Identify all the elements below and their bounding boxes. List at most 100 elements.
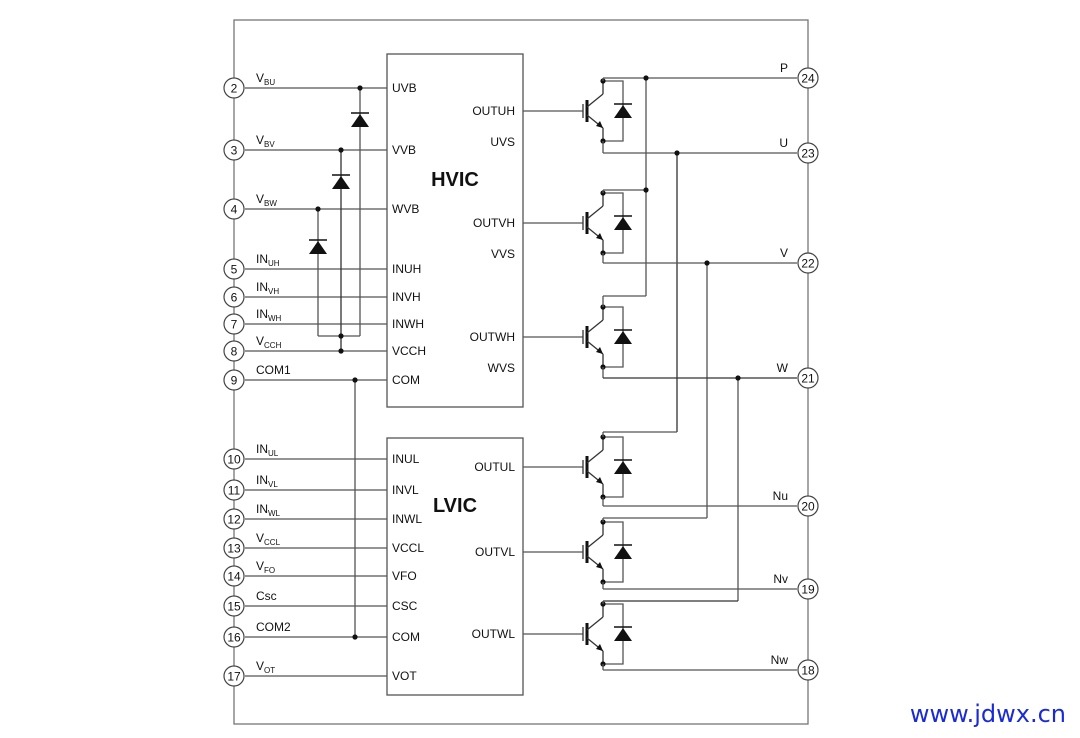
emitter-arrow — [596, 233, 603, 240]
igbt-low-v — [523, 519, 632, 585]
pin-signal-label: VCCL — [256, 531, 281, 547]
igbt-high-w — [523, 304, 632, 370]
junction-dot — [352, 634, 358, 640]
hvic-pin-uvb: UVB — [392, 81, 417, 95]
hvic-block — [386, 53, 524, 408]
pin-circle — [223, 313, 245, 335]
pin-circle — [223, 448, 245, 470]
igbt-low-w — [523, 601, 632, 667]
junction-dot — [357, 85, 363, 91]
lvic-pin-inwl: INWL — [392, 512, 422, 526]
diode-triangle — [351, 114, 369, 127]
pin-circle — [797, 252, 819, 274]
diode-icon — [351, 112, 369, 127]
hvic-title: HVIC — [431, 169, 479, 191]
pin-signal-label: COM2 — [256, 620, 291, 634]
igbt-high-u — [523, 78, 632, 144]
pin-number: 5 — [231, 263, 238, 277]
pin-number: 4 — [231, 203, 238, 217]
left-pin-11: 11 INVL — [223, 473, 278, 501]
junction-dot — [643, 187, 649, 193]
pin-signal-label: INWL — [256, 502, 281, 518]
pin-number: 16 — [227, 631, 241, 645]
left-pin-6: 6 INVH — [223, 280, 279, 308]
igbt-collector — [586, 205, 604, 220]
pin-circle — [223, 286, 245, 308]
diode-icon — [614, 544, 632, 559]
pin-circle — [223, 508, 245, 530]
left-pin-16: 16 COM2 — [223, 620, 291, 648]
pin-number: 15 — [227, 600, 241, 614]
pin-signal-label: INUH — [256, 252, 280, 268]
pin-number: 17 — [227, 670, 241, 684]
lvic-pin-outwl: OUTWL — [472, 627, 516, 641]
pin-circle — [223, 565, 245, 587]
hvic-pin-outwh: OUTWH — [470, 330, 515, 344]
diode-icon — [332, 174, 350, 189]
power-stage — [523, 75, 797, 671]
hvic-pin-labels: UVBVVBWVBINUHINVHINWHVCCHCOMOUTUHUVSOUTV… — [392, 81, 515, 387]
pin-circle — [797, 578, 819, 600]
diode-triangle — [614, 105, 632, 118]
lvic-pin-vccl: VCCL — [392, 541, 424, 555]
pin-circle — [223, 537, 245, 559]
left-pin-9: 9 COM1 — [223, 363, 291, 391]
junction-dot — [735, 375, 741, 381]
pin-number: 14 — [227, 570, 241, 584]
junction-dot — [674, 150, 680, 156]
lvic-pin-vot: VOT — [392, 669, 417, 683]
pin-number: 11 — [228, 484, 241, 498]
hvic-pin-uvs: UVS — [490, 135, 515, 149]
igbt-collector — [586, 534, 604, 549]
diode-icon — [614, 215, 632, 230]
pin-number: 3 — [231, 144, 238, 158]
pin-number: 8 — [231, 345, 238, 359]
junction-dot — [338, 348, 344, 354]
emitter-arrow — [596, 644, 603, 651]
left-pins: 2VBU3VBV4VBW5INUH6INVH7INWH8VCCH9COM110I… — [223, 71, 291, 687]
pin-signal-label: COM1 — [256, 363, 291, 377]
hvic-pin-com: COM — [392, 373, 420, 387]
pin-circle — [223, 198, 245, 220]
diode-icon — [309, 239, 327, 254]
pin-signal-label: INVL — [256, 473, 278, 489]
hvic-pin-vvs: VVS — [491, 247, 515, 261]
pin-number: 22 — [801, 257, 815, 271]
pin-number: 23 — [801, 147, 815, 161]
pin-number: 9 — [231, 374, 238, 388]
junction-dot — [315, 206, 321, 212]
right-pin-22: 22 V — [780, 246, 819, 274]
left-pin-5: 5 INUH — [223, 252, 280, 280]
pin-number: 6 — [231, 291, 238, 305]
lvic-pin-vfo: VFO — [392, 569, 417, 583]
emitter-arrow — [596, 477, 603, 484]
pin-number: 7 — [231, 318, 238, 332]
igbt-collector — [586, 449, 604, 464]
emitter-arrow — [596, 121, 603, 128]
pin-signal-label: INVH — [256, 280, 279, 296]
hvic-pin-inuh: INUH — [392, 262, 421, 276]
bootstrap-diodes — [309, 85, 369, 640]
hvic-pin-vcch: VCCH — [392, 344, 426, 358]
lvic-pin-outvl: OUTVL — [475, 545, 515, 559]
hvic-pin-outuh: OUTUH — [472, 104, 515, 118]
pin-signal-label: V — [780, 246, 788, 260]
diode-icon — [614, 103, 632, 118]
diode-triangle — [332, 176, 350, 189]
igbt-collector — [586, 319, 604, 334]
pin-signal-label: INUL — [256, 442, 279, 458]
pin-signal-label: U — [779, 136, 788, 150]
junction-dot — [338, 333, 344, 339]
pin-number: 19 — [801, 583, 815, 597]
diode-triangle — [614, 628, 632, 641]
junction-dot — [704, 260, 710, 266]
junction-dot — [352, 377, 358, 383]
pin-circle — [223, 479, 245, 501]
pin-circle — [223, 595, 245, 617]
diode-triangle — [614, 546, 632, 559]
pin-number: 21 — [801, 372, 815, 386]
diode-triangle — [614, 217, 632, 230]
